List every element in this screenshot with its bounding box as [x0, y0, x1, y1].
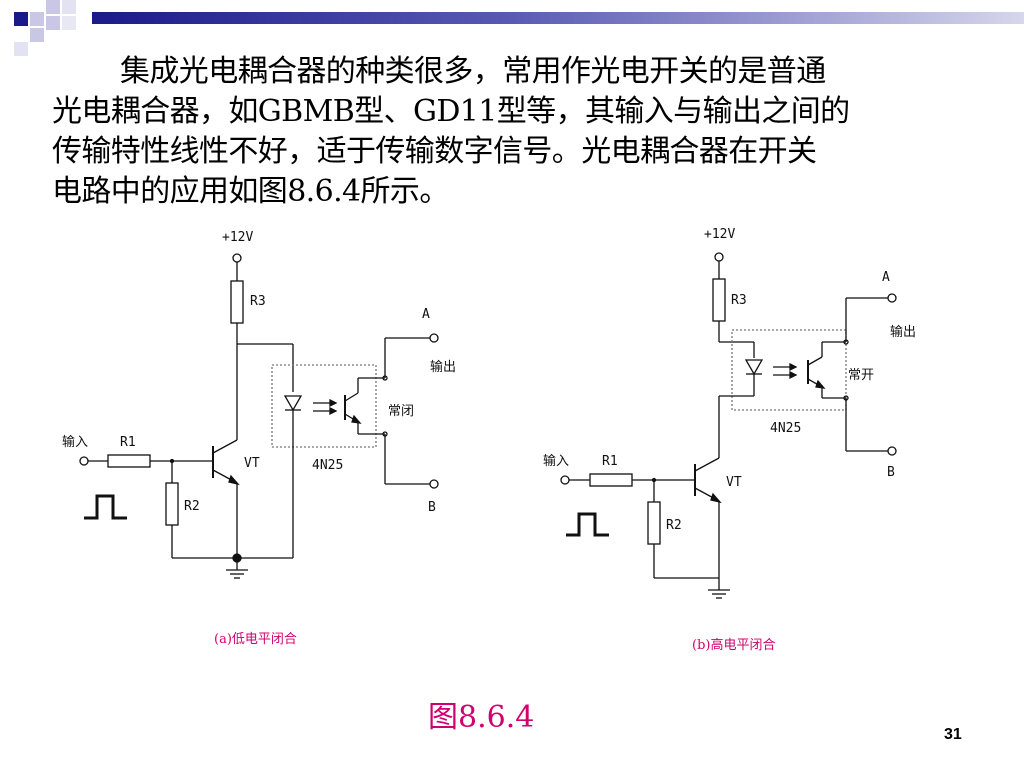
r3-label: R3 — [250, 294, 266, 309]
led-diode — [744, 359, 764, 376]
phototransistor-collector — [344, 392, 359, 402]
pulse-icon — [566, 512, 609, 537]
transistor-label: VT — [244, 456, 260, 471]
supply-label: +12V — [704, 227, 735, 242]
deco-square — [46, 16, 60, 30]
light-arrow-head — [789, 370, 798, 380]
supply-label: +12V — [222, 230, 253, 245]
input-label: 输入 — [62, 434, 88, 450]
output-b-label: B — [887, 465, 895, 480]
output-a-label: A — [422, 307, 430, 322]
caption-a: (a)低电平闭合 — [214, 632, 297, 647]
output-b-terminal — [429, 479, 439, 489]
caption-b: (b)高电平闭合 — [692, 637, 775, 653]
light-arrow-head — [789, 362, 798, 372]
input-terminal — [560, 475, 570, 485]
input-label: 输入 — [543, 453, 569, 469]
body-paragraph: 集成光电耦合器的种类很多，常用作光电开关的是普通 光电耦合器，如GBMB型、GD… — [52, 52, 957, 212]
optocoupler-box — [271, 364, 377, 448]
r3-label: R3 — [731, 293, 747, 308]
deco-square — [30, 12, 44, 26]
switch-state-label: 常开 — [848, 368, 874, 383]
deco-square — [46, 0, 60, 14]
optocoupler-box — [731, 329, 847, 411]
paragraph-line: 电路中的应用如图8.6.4所示。 — [52, 174, 449, 209]
r2-label: R2 — [666, 518, 682, 533]
output-b-label: B — [428, 500, 436, 515]
paragraph-line: 光电耦合器，如GBMB型、GD11型等，其输入与输出之间的 — [52, 94, 850, 129]
resistor-r1 — [589, 473, 633, 487]
optocoupler-label: 4N25 — [770, 421, 801, 436]
r2-label: R2 — [184, 499, 200, 514]
output-a-label: A — [882, 270, 890, 285]
input-terminal — [79, 456, 89, 466]
resistor-r2 — [647, 501, 661, 545]
r1-label: R1 — [120, 435, 136, 450]
output-b-terminal — [887, 446, 897, 456]
paragraph-line: 集成光电耦合器的种类很多，常用作光电开关的是普通 — [120, 54, 826, 89]
output-a-terminal — [887, 293, 897, 303]
output-a-terminal — [429, 333, 439, 343]
vt-emitter-arrow — [710, 492, 722, 504]
light-arrow-head — [329, 398, 338, 408]
r1-label: R1 — [602, 454, 618, 469]
transistor-label: VT — [726, 475, 742, 490]
optocoupler-label: 4N25 — [312, 458, 343, 473]
page-number: 31 — [944, 726, 962, 743]
paragraph-line: 传输特性线性不好，适于传输数字信号。光电耦合器在开关 — [52, 134, 817, 169]
vt-collector — [212, 439, 238, 454]
figure-label: 图8.6.4 — [428, 700, 535, 735]
resistor-r2 — [165, 482, 179, 526]
header-bar — [92, 12, 1024, 24]
emitter-arrow — [815, 379, 826, 389]
circuit-b: +12V R3 常开 A 输 — [543, 227, 916, 653]
slide-decoration — [14, 0, 76, 56]
output-label: 输出 — [430, 359, 456, 375]
switch-state-label: 常闭 — [388, 404, 414, 419]
resistor-r3 — [712, 278, 726, 322]
emitter-arrow — [351, 414, 362, 424]
light-arrow-head — [329, 406, 338, 416]
deco-square — [62, 0, 76, 14]
pulse-icon — [84, 494, 127, 520]
deco-square — [14, 42, 28, 56]
circuit-a: +12V R3 常闭 A 输出 — [62, 230, 456, 647]
vt-emitter-arrow — [228, 474, 240, 486]
phototransistor-collector — [807, 356, 823, 366]
resistor-r3 — [230, 280, 244, 324]
deco-square — [14, 12, 28, 26]
deco-square — [62, 16, 76, 30]
supply-terminal — [714, 252, 724, 262]
resistor-r1 — [107, 454, 151, 468]
vt-collector — [694, 457, 720, 472]
output-label: 输出 — [890, 324, 916, 340]
led-diode — [283, 395, 303, 412]
supply-terminal — [232, 253, 242, 263]
deco-square — [30, 28, 44, 42]
